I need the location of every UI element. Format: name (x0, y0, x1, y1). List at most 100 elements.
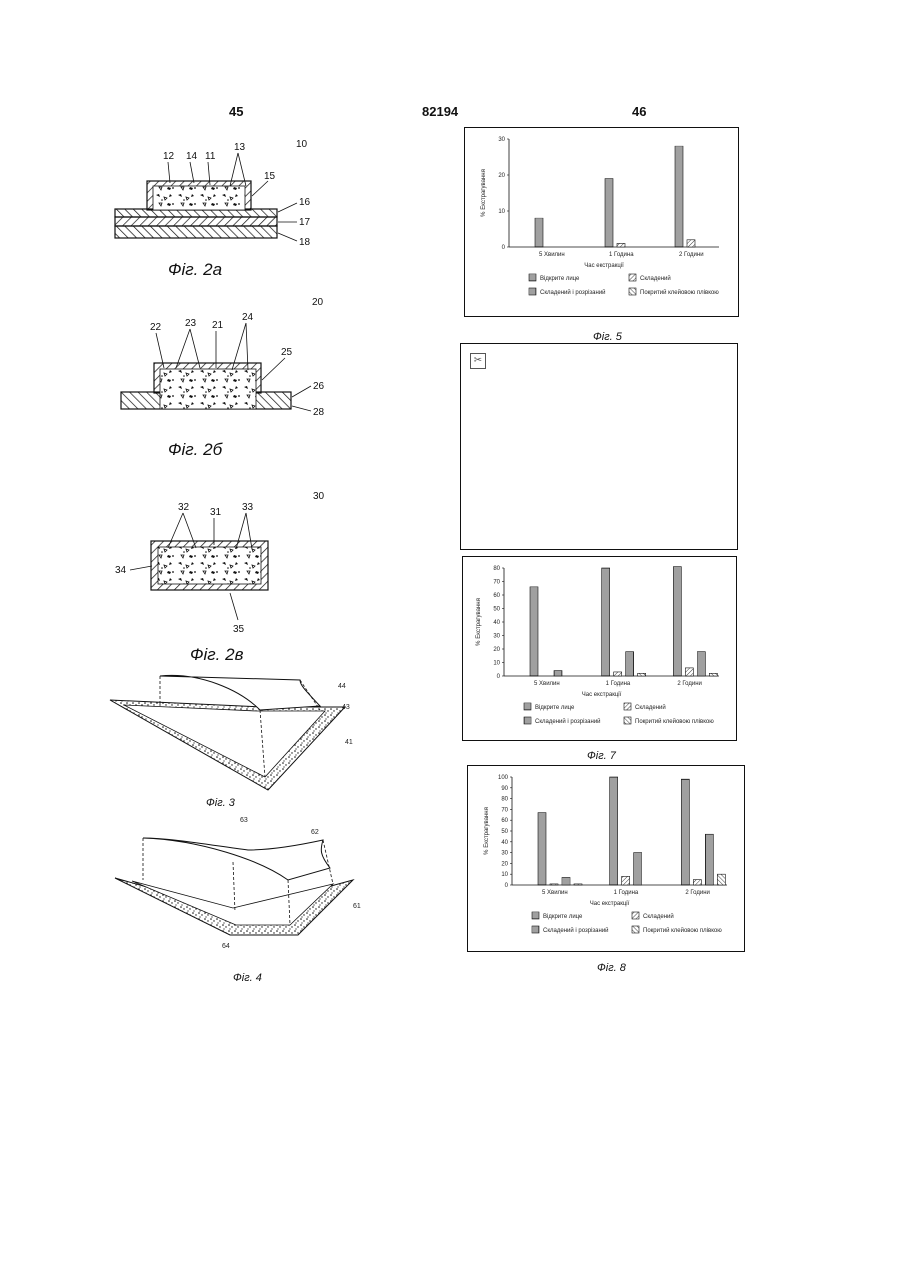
label-25: 25 (281, 347, 293, 358)
y-axis-label: % Екстрагування (481, 169, 487, 217)
y-tick-label: 40 (493, 620, 500, 626)
chart-bar (673, 567, 681, 676)
label-13: 13 (234, 142, 246, 153)
chart-bar (554, 671, 562, 676)
chart-bar (530, 587, 538, 676)
legend-label: Відкрите лице (540, 276, 580, 282)
x-tick-label: 1 Година (614, 890, 639, 896)
y-tick-label: 50 (501, 829, 508, 835)
caption-fig2b: Фіг. 2б (168, 440, 224, 459)
label-43: 43 (342, 704, 350, 711)
y-tick-label: 20 (493, 647, 500, 653)
y-tick-label: 50 (493, 607, 500, 613)
x-tick-label: 2 Години (677, 681, 702, 687)
y-tick-label: 40 (501, 840, 508, 846)
x-tick-label: 2 Години (685, 890, 710, 896)
caption-fig7-wrap: Фіг. 7 (587, 748, 637, 762)
figure-2b: 22 23 21 24 20 25 26 28 Фіг. 2б (121, 297, 325, 459)
y-tick-label: 30 (493, 634, 500, 640)
legend-swatch (529, 274, 536, 281)
legend-label: Складений (640, 275, 671, 282)
x-tick-label: 2 Години (679, 252, 704, 258)
chart-bar (634, 853, 642, 885)
caption-fig2a: Фіг. 2а (168, 260, 222, 279)
chart-bar (574, 884, 582, 885)
chart-bar (610, 777, 618, 885)
legend-swatch (629, 274, 636, 281)
label-15: 15 (264, 171, 276, 182)
chart-bar (550, 884, 558, 885)
legend-swatch (624, 703, 631, 710)
label-16: 16 (299, 197, 311, 208)
chart-bar (638, 673, 646, 676)
x-tick-label: 5 Хвилин (539, 252, 565, 258)
x-tick-label: 5 Хвилин (534, 681, 560, 687)
y-tick-label: 60 (493, 593, 500, 599)
legend-swatch (529, 288, 536, 295)
y-tick-label: 70 (493, 580, 500, 586)
chart-bar (562, 877, 570, 885)
legend-swatch (632, 926, 639, 933)
label-20: 20 (312, 297, 324, 308)
chart-bar (535, 218, 543, 247)
label-23: 23 (185, 318, 197, 329)
chart-bar (605, 179, 613, 247)
legend-swatch (632, 912, 639, 919)
label-30: 30 (313, 491, 325, 502)
chart-bar (705, 834, 713, 885)
chart-bar (538, 813, 546, 885)
chart-bar (697, 652, 705, 676)
caption-fig3: Фіг. 3 (206, 797, 236, 809)
y-tick-label: 80 (501, 797, 508, 803)
legend-label: Відкрите лице (535, 705, 575, 711)
chart-bar (675, 146, 683, 247)
legend-swatch (532, 926, 539, 933)
label-44: 44 (338, 683, 346, 690)
chart-bar (614, 672, 622, 676)
label-24: 24 (242, 312, 254, 323)
y-tick-label: 10 (501, 872, 508, 878)
label-34: 34 (115, 565, 127, 576)
label-18: 18 (299, 237, 311, 248)
caption-fig8-wrap: Фіг. 8 (597, 960, 647, 974)
label-35: 35 (233, 624, 245, 635)
label-17: 17 (299, 217, 311, 228)
x-tick-label: 1 Година (606, 681, 631, 687)
broken-image-icon: ✂ (470, 353, 486, 369)
label-26: 26 (313, 381, 325, 392)
legend-swatch (524, 703, 531, 710)
legend-label: Покритий клейовою плівкою (643, 927, 722, 934)
label-63: 63 (240, 817, 248, 824)
caption-fig8: Фіг. 8 (597, 962, 627, 974)
chart-bar (602, 568, 610, 676)
label-11: 11 (205, 151, 216, 162)
y-tick-label: 20 (498, 173, 505, 179)
x-tick-label: 1 Година (609, 252, 634, 258)
legend-label: Покритий клейовою плівкою (640, 289, 719, 296)
y-tick-label: 80 (493, 566, 500, 572)
chart-bar (626, 652, 634, 676)
label-61: 61 (353, 903, 361, 910)
legend-swatch (629, 288, 636, 295)
chart-fig7: 01020304050607080% Екстрагування5 Хвилин… (462, 556, 737, 741)
legend-label: Складений (635, 704, 666, 711)
caption-fig2c: Фіг. 2в (190, 645, 244, 664)
legend-label: Складений (643, 913, 674, 920)
y-tick-label: 10 (498, 209, 505, 215)
y-axis-label: % Екстрагування (484, 807, 490, 855)
legend-swatch (524, 717, 531, 724)
label-22: 22 (150, 322, 162, 333)
y-tick-label: 100 (498, 775, 509, 781)
figure-2a: 12 14 11 13 10 15 16 17 18 Фіг. 2а (115, 139, 311, 279)
y-tick-label: 20 (501, 861, 508, 867)
legend-label: Покритий клейовою плівкою (635, 718, 714, 725)
x-axis-label: Час екстракції (584, 263, 624, 269)
chart-bar (622, 876, 630, 885)
x-tick-label: 5 Хвилин (542, 890, 568, 896)
figure-2c: 32 31 33 30 34 35 Фіг. 2в (115, 491, 325, 664)
label-64: 64 (222, 943, 230, 950)
label-31: 31 (210, 507, 222, 518)
caption-fig7: Фіг. 7 (587, 750, 617, 762)
chart-fig8: 0102030405060708090100% Екстрагування5 Х… (467, 765, 745, 952)
